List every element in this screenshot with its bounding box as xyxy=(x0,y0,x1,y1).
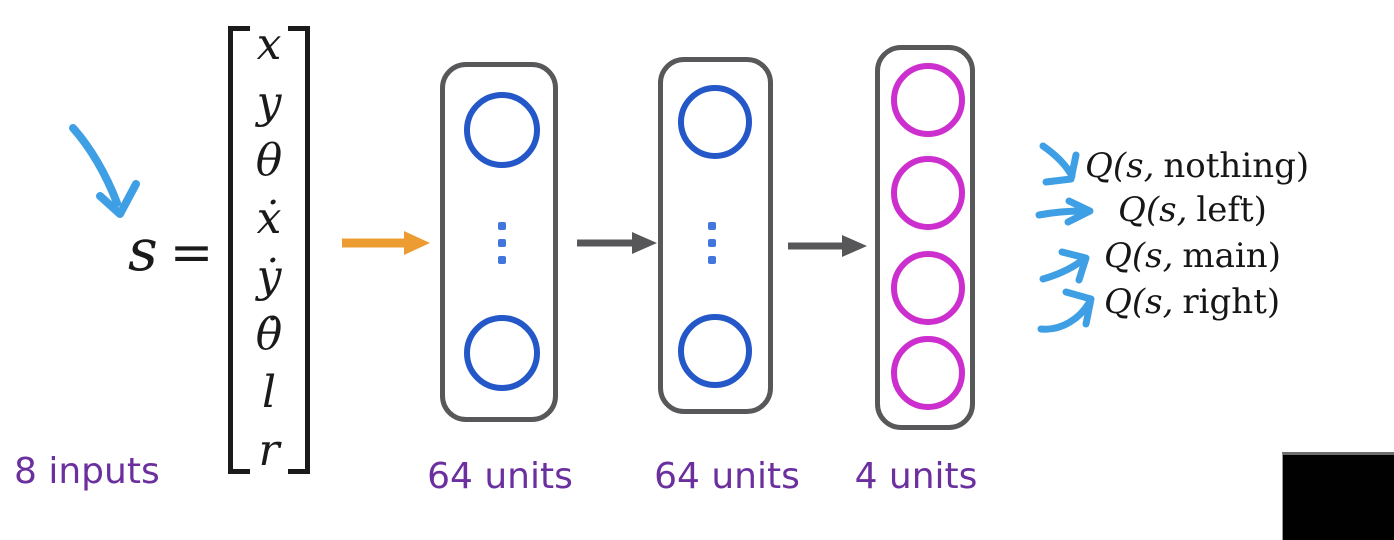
q-right-label: Q(s,right) xyxy=(1104,282,1281,322)
q-action: left) xyxy=(1196,190,1267,230)
ellipsis-dot xyxy=(498,256,506,264)
q-action: nothing) xyxy=(1163,146,1310,186)
state-equation: s= xyxy=(128,216,213,286)
vector-bracket-left xyxy=(228,26,250,474)
ellipsis-dot xyxy=(708,222,716,230)
vector-entry-x: x xyxy=(256,19,282,70)
q-nothing-label: Q(s,nothing) xyxy=(1085,146,1310,186)
vector-entry-thetadot: θ̇ xyxy=(255,308,283,360)
layer1-to-layer2-arrow-icon xyxy=(577,232,657,254)
neuron-circle xyxy=(678,314,752,388)
vector-entry-theta: θ xyxy=(255,134,283,186)
equals-sign: = xyxy=(169,223,214,283)
q-prefix: Q(s, xyxy=(1104,282,1174,322)
q-nothing-arrow-icon xyxy=(1039,142,1080,186)
layer3-units-label: 4 units xyxy=(854,456,978,497)
vector-bracket-right xyxy=(288,26,310,474)
q-action: right) xyxy=(1182,282,1281,322)
vector-entry-y: y xyxy=(256,76,282,128)
hidden-layer-1 xyxy=(440,62,558,422)
q-prefix: Q(s, xyxy=(1118,190,1188,230)
vector-entry-xdot: ẋ xyxy=(256,192,282,244)
output-neuron-circle xyxy=(891,156,965,230)
state-symbol: s xyxy=(128,216,158,284)
output-neuron-circle xyxy=(891,251,965,325)
output-neuron-circle xyxy=(891,336,965,410)
layer1-units-label: 64 units xyxy=(427,456,573,497)
vector-entry-r: r xyxy=(258,424,280,476)
q-prefix: Q(s, xyxy=(1104,236,1174,276)
ellipsis-dot xyxy=(708,239,716,247)
ellipsis-dot xyxy=(498,222,506,230)
output-layer xyxy=(875,45,975,430)
input-arrow-icon xyxy=(342,231,430,255)
q-left-label: Q(s,left) xyxy=(1118,190,1267,230)
vector-entry-ydot: ẏ xyxy=(256,250,282,302)
output-neuron-circle xyxy=(891,63,965,137)
q-main-arrow-icon xyxy=(1039,248,1090,284)
neuron-circle xyxy=(464,315,540,391)
layer2-to-layer3-arrow-icon xyxy=(788,235,867,257)
inputs-count-label: 8 inputs xyxy=(14,451,160,492)
state-pointer-arrow-icon xyxy=(69,124,140,218)
black-overlay-box xyxy=(1282,452,1394,540)
ellipsis-dot xyxy=(498,239,506,247)
neuron-circle xyxy=(464,92,540,168)
neuron-circle xyxy=(678,85,752,159)
hidden-layer-2 xyxy=(658,57,773,414)
vector-entry-l: l xyxy=(261,366,277,418)
ellipsis-dot xyxy=(708,256,716,264)
q-main-label: Q(s,main) xyxy=(1104,236,1281,276)
q-left-arrow-icon xyxy=(1035,197,1094,226)
q-action: main) xyxy=(1182,236,1281,276)
q-prefix: Q(s, xyxy=(1085,146,1155,186)
state-vector: x y θ ẋ ẏ θ̇ l r xyxy=(232,19,306,476)
q-right-arrow-icon xyxy=(1037,288,1095,333)
layer2-units-label: 64 units xyxy=(654,456,800,497)
